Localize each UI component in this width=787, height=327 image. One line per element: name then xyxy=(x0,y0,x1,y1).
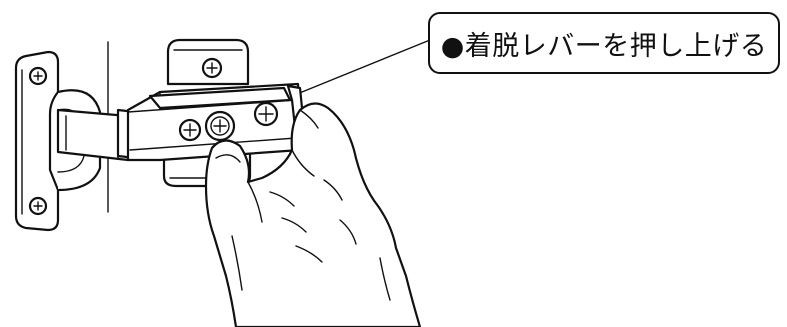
phillips-screw-icon xyxy=(204,110,236,142)
phillips-screw-icon xyxy=(253,101,279,127)
phillips-screw-icon xyxy=(28,66,48,86)
hand-icon xyxy=(204,102,422,327)
callout-leader-line xyxy=(301,39,431,93)
mounting-plate xyxy=(14,50,60,232)
callout-text: ●着脱レバーを押し上げる xyxy=(440,30,768,62)
hinge-bracket-top xyxy=(166,38,250,86)
phillips-screw-icon xyxy=(28,196,48,216)
callout-box: ●着脱レバーを押し上げる xyxy=(428,12,780,74)
phillips-screw-icon xyxy=(178,118,202,142)
hinge-arm xyxy=(56,108,138,162)
